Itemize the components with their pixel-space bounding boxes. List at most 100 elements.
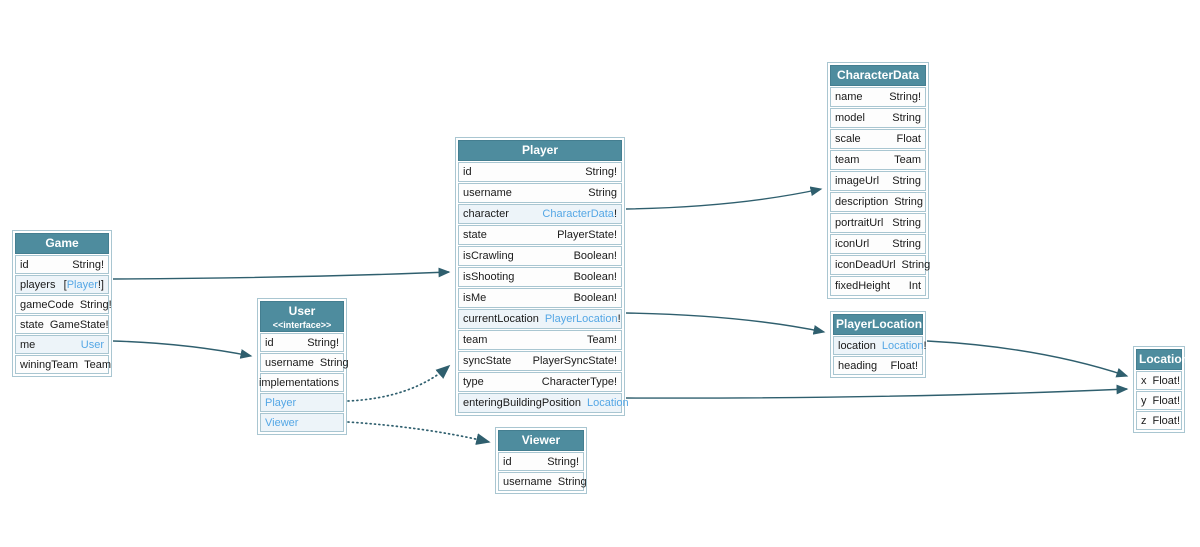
table-header-viewer[interactable]: Viewer [498,430,584,451]
type-suffix: !] [97,278,104,291]
field-type: PlayerLocation! [545,313,621,325]
field-type: Float! [1152,414,1181,427]
impl-link-viewer[interactable]: Viewer [265,416,299,429]
impl-row-viewer: Viewer [260,413,344,432]
type-link-location[interactable]: Location [587,397,629,409]
field-type: Boolean! [573,250,617,262]
table-header-user[interactable]: User<<interface>> [260,301,344,332]
field-row-syncState: syncState PlayerSyncState! [458,351,622,371]
field-type: User [81,339,104,351]
type-link-location[interactable]: Location [881,339,924,352]
type-suffix: ! [613,208,617,220]
field-type: Location! [882,340,927,352]
field-type: GameState! [49,318,109,331]
impl-link-player[interactable]: Player [265,396,297,409]
field-name: isCrawling [463,250,514,262]
field-name: id [463,166,472,178]
type-link-characterdata[interactable]: CharacterData [542,208,614,220]
field-row-description: description String [830,192,926,212]
field-type: String [894,196,923,208]
edge-player-character-to-characterdata [625,186,823,210]
section-row-implementations: implementations [259,373,344,392]
field-name: syncState [463,355,512,367]
field-row-id: id String! [260,333,344,352]
edge-player-enteringbuildingposition-to-location [625,384,1129,399]
field-name: id [265,336,274,349]
type-link-player[interactable]: Player [66,278,98,291]
field-name: id [503,455,512,468]
field-type: Boolean! [573,271,617,283]
field-name: name [835,91,863,103]
field-name: location [838,339,876,352]
field-type: PlayerState! [557,229,617,241]
field-type: PlayerSyncState! [532,355,617,367]
field-name: y [1141,394,1147,407]
field-name: username [265,356,314,369]
field-name: isShooting [463,271,515,283]
field-name: team [463,334,488,346]
field-type: Team! [587,334,617,346]
field-type: String! [585,166,617,178]
field-type: String! [307,336,339,349]
table-header-player[interactable]: Player [458,140,622,161]
field-name: players [20,278,56,291]
field-type: Float! [1152,374,1181,387]
edge-game-me-to-user [112,340,253,359]
table-header-characterdata[interactable]: CharacterData [830,65,926,86]
field-name: description [835,196,889,208]
table-header-playerlocation[interactable]: PlayerLocation [833,314,923,335]
field-row-isCrawling: isCrawling Boolean! [458,246,622,266]
field-name: iconDeadUrl [835,259,896,271]
field-name: isMe [463,292,487,304]
field-name: scale [835,133,861,145]
edge-playerlocation-location-to-location [926,340,1129,378]
type-link-user[interactable]: User [80,338,104,351]
field-type: Boolean! [573,292,617,304]
field-type: Location [587,397,629,409]
table-header-location[interactable]: Location [1136,349,1189,370]
field-row-players: players[Player!] [15,275,109,294]
field-row-isShooting: isShooting Boolean! [458,267,622,287]
table-user[interactable]: User<<interface>> id String! username String… [257,298,349,435]
field-name: team [835,154,860,166]
field-type: String [557,475,587,488]
field-name: type [463,376,484,388]
field-name: portraitUrl [835,217,884,229]
type-link-playerlocation[interactable]: PlayerLocation [544,313,618,325]
field-type: CharacterData! [542,208,617,220]
field-type: Team [894,154,921,166]
field-row-username: username String [260,353,349,372]
field-type: String [319,356,349,369]
field-row-id: id String! [458,162,622,182]
field-row-team: team Team [830,150,926,170]
edge-user-impl-player [347,364,451,402]
field-name: heading [838,359,878,372]
field-type: Float [896,133,921,145]
field-name: model [835,112,865,124]
field-type: String! [72,258,104,271]
field-type: Team [84,358,111,371]
impl-row-player: Player [260,393,344,412]
field-name: me [20,338,36,351]
field-name: username [503,475,552,488]
table-header-game[interactable]: Game [15,233,109,254]
edge-user-impl-viewer [347,421,491,445]
